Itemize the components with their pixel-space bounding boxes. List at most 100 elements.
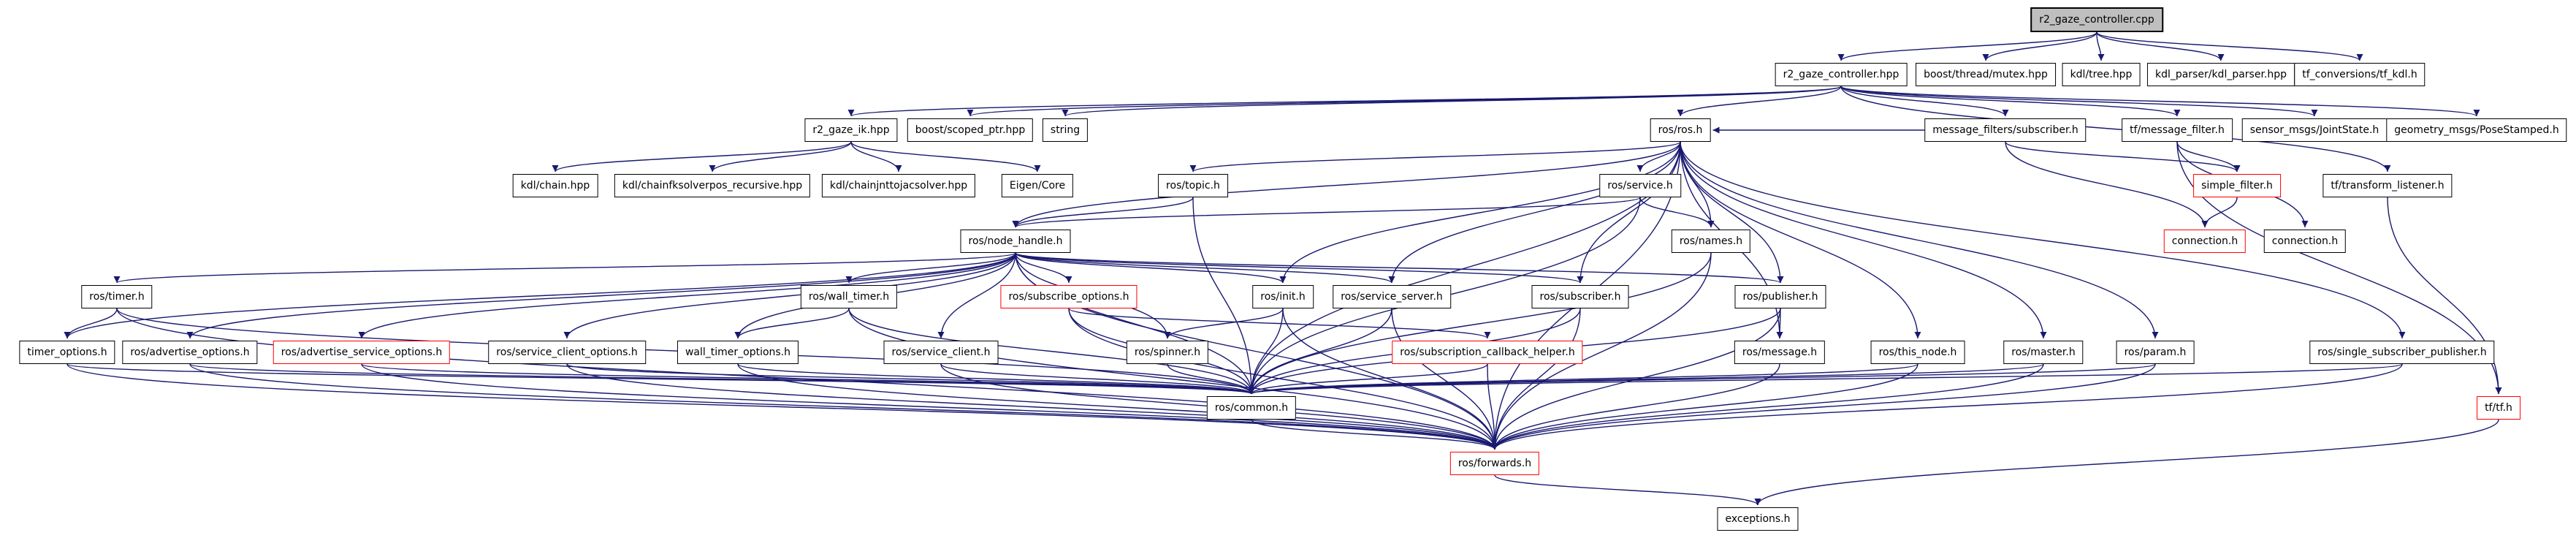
graph-node-geometry-msgs-posestamped-h[interactable]: geometry_msgs/PoseStamped.h	[2386, 118, 2567, 142]
graph-node-ros-advertise-service-options-h[interactable]: ros/advertise_service_options.h	[273, 341, 451, 364]
graph-node-tf-message-filter-h[interactable]: tf/message_filter.h	[2122, 118, 2233, 142]
graph-edge	[566, 363, 1498, 450]
graph-node-kdl-chainjnttojacsolver-hpp[interactable]: kdl/chainjnttojacsolver.hpp	[821, 174, 976, 197]
graph-edge	[361, 363, 1254, 395]
graph-edge	[2096, 31, 2225, 61]
graph-edge	[1840, 86, 2318, 117]
graph-edge	[848, 308, 1255, 395]
graph-node-sensor-msgs-jointstate-h[interactable]: sensor_msgs/JointState.h	[2241, 118, 2388, 142]
graph-node-ros-master-h[interactable]: ros/master.h	[2003, 341, 2084, 364]
graph-node-ros-single-subscriber-publisher-h[interactable]: ros/single_subscriber_publisher.h	[2309, 341, 2495, 364]
graph-node-connection-h[interactable]: connection.h	[2263, 230, 2347, 253]
graph-edge	[709, 141, 852, 173]
graph-edge	[1636, 141, 1681, 173]
graph-node-ros-node-handle-h[interactable]: ros/node_handle.h	[960, 230, 1071, 253]
graph-node-string[interactable]: string	[1042, 118, 1089, 142]
graph-node-ros-subscription-callback-helper-h[interactable]: ros/subscription_callback_helper.h	[1392, 341, 1583, 364]
graph-node-ros-wall-timer-h[interactable]: ros/wall_timer.h	[800, 285, 898, 308]
graph-edge	[737, 363, 1498, 450]
graph-node-r2-gaze-ik-hpp[interactable]: r2_gaze_ik.hpp	[804, 118, 898, 142]
graph-node-ros-timer-h[interactable]: ros/timer.h	[81, 285, 153, 308]
graph-edge	[1248, 252, 1712, 395]
graph-node-ros-service-server-h[interactable]: ros/service_server.h	[1333, 285, 1451, 308]
graph-edge	[1015, 252, 1072, 284]
graph-node-ros-forwards-h[interactable]: ros/forwards.h	[1449, 452, 1540, 475]
graph-edge	[189, 363, 1498, 450]
graph-edge	[1248, 363, 1918, 395]
graph-node-ros-names-h[interactable]: ros/names.h	[1671, 230, 1751, 253]
graph-node-kdl-chainfksolverpos-recursive-hpp[interactable]: kdl/chainfksolverpos_recursive.hpp	[614, 174, 811, 197]
graph-edge	[1840, 86, 2480, 117]
graph-node-wall-timer-options-h[interactable]: wall_timer_options.h	[677, 341, 799, 364]
graph-node-ros-service-client-options-h[interactable]: ros/service_client_options.h	[488, 341, 646, 364]
graph-node-ros-ros-h[interactable]: ros/ros.h	[1650, 118, 1711, 142]
graph-node-r2-gaze-controller-hpp[interactable]: r2_gaze_controller.hpp	[1775, 63, 1908, 86]
graph-edge	[361, 363, 1498, 450]
graph-edge	[1068, 308, 1498, 450]
graph-edge	[1012, 197, 1641, 228]
graph-node-kdl-chain-hpp[interactable]: kdl/chain.hpp	[512, 174, 598, 197]
graph-edge	[850, 141, 902, 173]
graph-edge	[1388, 141, 1681, 284]
graph-node-ros-message-h[interactable]: ros/message.h	[1734, 341, 1826, 364]
graph-edge	[1249, 363, 2156, 395]
graph-node-ros-init-h[interactable]: ros/init.h	[1252, 285, 1314, 308]
graph-node-timer-options-h[interactable]: timer_options.h	[19, 341, 115, 364]
graph-node-tf-transform-listener-h[interactable]: tf/transform_listener.h	[2322, 174, 2453, 197]
graph-edge	[114, 252, 1016, 284]
graph-edge	[1015, 252, 1784, 284]
graph-node-ros-publisher-h[interactable]: ros/publisher.h	[1734, 285, 1826, 308]
graph-edge	[1680, 141, 1784, 284]
graph-edge	[1680, 141, 2047, 339]
graph-node-ros-subscribe-options-h[interactable]: ros/subscribe_options.h	[1000, 285, 1138, 308]
graph-node-connection-h[interactable]: connection.h	[2163, 230, 2247, 253]
graph-edge	[2005, 141, 2209, 228]
graph-node-ros-service-client-h[interactable]: ros/service_client.h	[883, 341, 999, 364]
graph-edge	[2201, 197, 2238, 228]
graph-edge	[1062, 86, 1842, 117]
graph-edge	[1494, 474, 1761, 506]
graph-edge	[66, 363, 1498, 450]
graph-node-r2-gaze-controller-cpp[interactable]: r2_gaze_controller.cpp	[2030, 7, 2163, 32]
graph-edge	[1680, 141, 2159, 339]
graph-edge	[64, 308, 118, 339]
graph-edge	[2176, 141, 2241, 173]
graph-node-eigen-core[interactable]: Eigen/Core	[1001, 174, 1074, 197]
graph-edge	[1491, 363, 2044, 450]
graph-edge	[1491, 308, 1581, 450]
graph-edge	[1192, 197, 1255, 395]
graph-node-ros-topic-h[interactable]: ros/topic.h	[1158, 174, 1228, 197]
graph-node-boost-scoped-ptr-hpp[interactable]: boost/scoped_ptr.hpp	[907, 118, 1034, 142]
graph-node-message-filters-subscriber-h[interactable]: message_filters/subscriber.h	[1924, 118, 2087, 142]
graph-node-simple-filter-h[interactable]: simple_filter.h	[2193, 174, 2281, 197]
graph-node-ros-common-h[interactable]: ros/common.h	[1206, 396, 1297, 420]
graph-node-tf-conversions-tf-kdl-h[interactable]: tf_conversions/tf_kdl.h	[2294, 63, 2426, 86]
graph-edge	[1837, 31, 2097, 61]
graph-edge	[1680, 141, 2406, 339]
graph-edge	[1279, 141, 1681, 284]
graph-node-tf-tf-h[interactable]: tf/tf.h	[2477, 396, 2520, 420]
graph-edge	[1015, 252, 1287, 284]
graph-edge	[189, 363, 1254, 395]
graph-edge	[1491, 363, 2403, 450]
graph-edge	[186, 252, 1016, 339]
graph-edge	[1282, 308, 1498, 450]
graph-node-ros-service-h[interactable]: ros/service.h	[1599, 174, 1681, 197]
graph-node-kdl-tree-hpp[interactable]: kdl/tree.hpp	[2062, 63, 2141, 86]
graph-edge	[2096, 31, 2363, 61]
graph-edge	[1754, 419, 2499, 506]
graph-node-ros-spinner-h[interactable]: ros/spinner.h	[1126, 341, 1209, 364]
graph-edge	[1251, 419, 1498, 450]
graph-node-boost-thread-mutex-hpp[interactable]: boost/thread/mutex.hpp	[1916, 63, 2056, 86]
graph-edge	[552, 141, 852, 173]
graph-node-ros-subscriber-h[interactable]: ros/subscriber.h	[1531, 285, 1629, 308]
graph-edge	[1577, 141, 1681, 284]
graph-node-kdl-parser-kdl-parser-hpp[interactable]: kdl_parser/kdl_parser.hpp	[2146, 63, 2295, 86]
graph-edge	[358, 252, 1016, 339]
graph-node-ros-param-h[interactable]: ros/param.h	[2116, 341, 2195, 364]
graph-node-exceptions-h[interactable]: exceptions.h	[1717, 507, 1799, 531]
graph-edge	[1248, 308, 1284, 395]
graph-edge	[967, 86, 1842, 117]
graph-node-ros-this-node-h[interactable]: ros/this_node.h	[1870, 341, 1965, 364]
graph-node-ros-advertise-options-h[interactable]: ros/advertise_options.h	[122, 341, 258, 364]
